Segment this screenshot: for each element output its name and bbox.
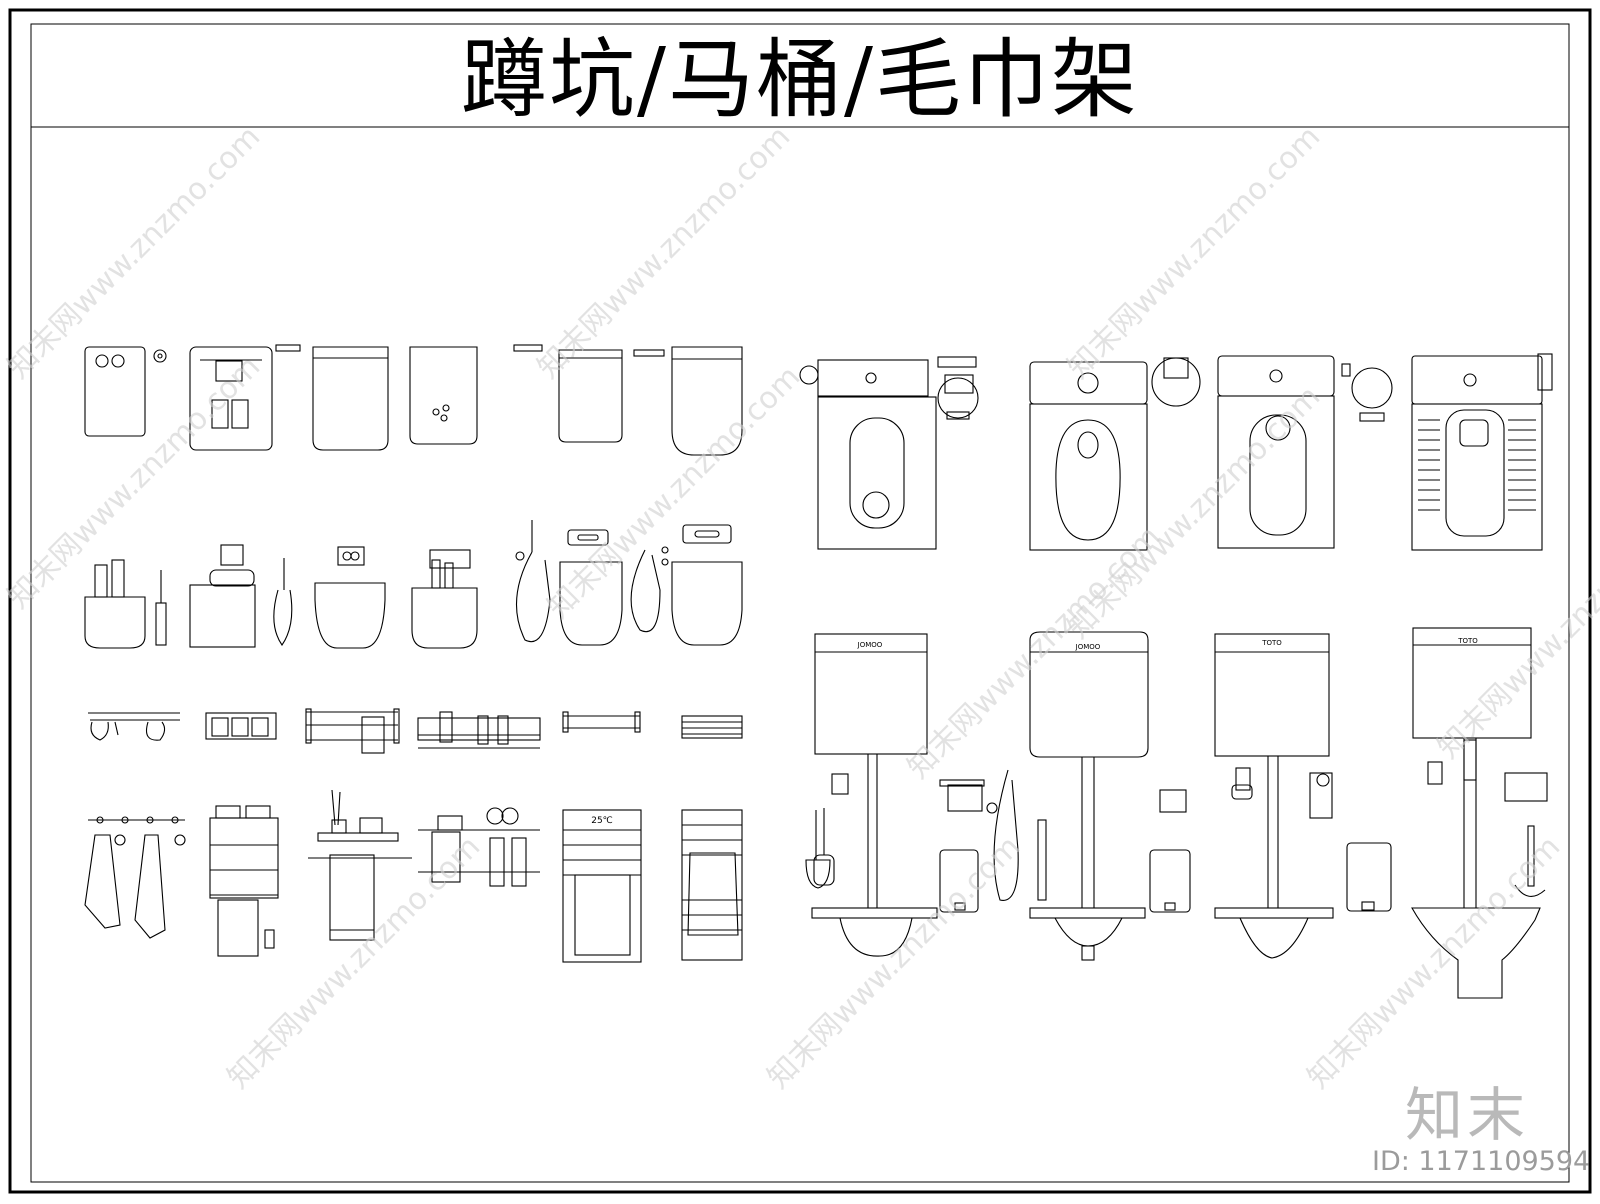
toilet-elev-5 [515, 520, 623, 646]
toilet-plan-2 [189, 344, 301, 451]
toilet-elev-6 [630, 524, 743, 646]
brand-label-4: TOTO [1457, 637, 1478, 645]
heated-towel-rail-2 [681, 809, 743, 961]
toilet-plan-6 [633, 346, 743, 456]
site-watermark-text: 知末网www.znzmo.com [1, 349, 267, 615]
toilet-elev-3 [314, 546, 386, 649]
drawing-title: 蹲坑/马桶/毛巾架 [461, 30, 1139, 130]
drawing-blocks [84, 344, 1553, 999]
toilet-elev-1 [84, 559, 167, 649]
brand-label-1: JOMOO [857, 641, 883, 649]
squat-plan-3 [1217, 355, 1393, 549]
inner-frame [30, 23, 1570, 1183]
squat-elev-4 [1346, 627, 1548, 999]
outer-frame [8, 8, 1592, 1194]
toilet-elev-2 [189, 544, 293, 648]
squat-elev-1 [811, 633, 938, 957]
towel-rack-3 [305, 708, 400, 754]
toilet-plan-1 [84, 346, 167, 437]
brand-label-2: JOMOO [1075, 643, 1101, 651]
radiator-temp-label: 25℃ [591, 816, 613, 826]
site-watermark-text: 知末网www.znzmo.com [1431, 499, 1600, 765]
site-watermark-text: 知末网www.znzmo.com [1, 119, 267, 385]
heated-towel-rail-1 [562, 809, 642, 963]
brand-label-3: TOTO [1261, 639, 1282, 647]
towel-bar-with-vase [308, 789, 412, 941]
hook-rail-with-towels [84, 816, 186, 939]
site-watermark-text: 知末网www.znzmo.com [541, 359, 807, 625]
squat-plan-2 [1029, 357, 1201, 551]
toilet-plan-4 [409, 346, 478, 445]
towel-rack-large [418, 807, 540, 887]
watermark-logo: 知末 [1405, 1081, 1530, 1149]
towel-rack-6 [681, 715, 743, 739]
squat-elev-2 [939, 631, 1149, 961]
site-watermark-text: 知末网www.znzmo.com [221, 829, 487, 1095]
squat-plan-1 [799, 356, 979, 550]
squat-plan-4 [1411, 353, 1553, 551]
site-watermark-text: 知末网www.znzmo.com [531, 119, 797, 385]
towel-rack-4 [417, 711, 541, 749]
towel-rack-2 [205, 712, 277, 740]
toilet-elev-4 [411, 549, 478, 649]
toilet-plan-3 [312, 346, 389, 451]
site-watermark-text: 知末网www.znzmo.com [1301, 829, 1567, 1095]
towel-rack-1 [88, 712, 180, 741]
shelf-unit [209, 805, 279, 957]
towel-rack-5 [562, 711, 641, 733]
squat-elev-3 [1149, 633, 1334, 959]
toilet-brush-left [805, 810, 831, 889]
toilet-plan-5 [513, 344, 623, 443]
site-watermark-text: 知末网www.znzmo.com [1061, 119, 1327, 385]
watermark-id: ID: 1171109594 [1372, 1146, 1591, 1177]
site-watermark-text: 知末网www.znzmo.com [761, 829, 1027, 1095]
